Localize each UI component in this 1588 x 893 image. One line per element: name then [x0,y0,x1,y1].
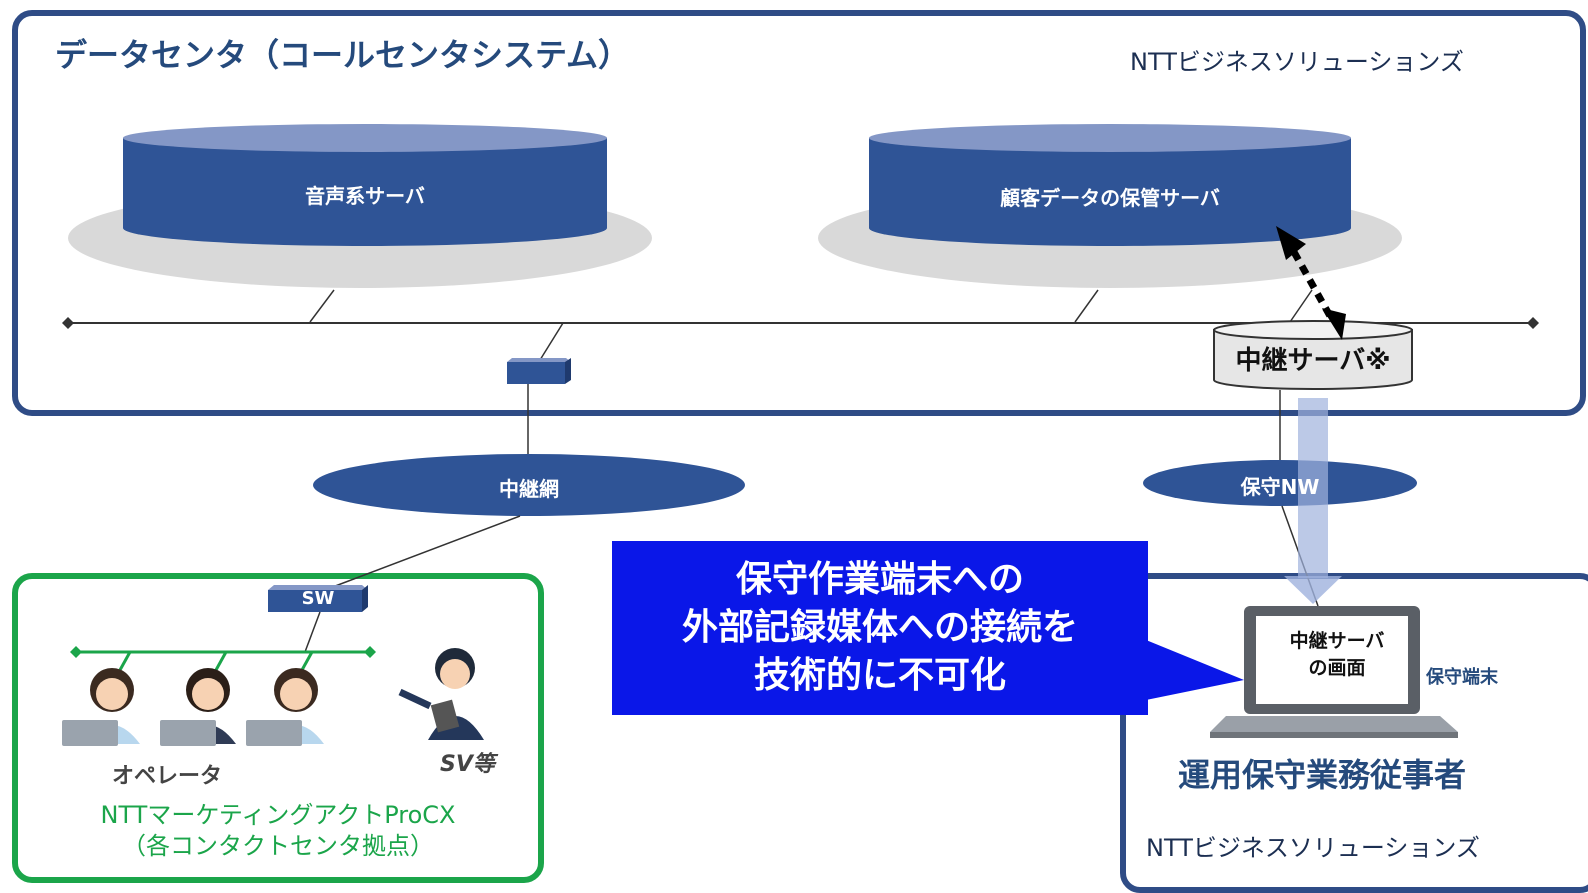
voice-server-top [123,124,607,152]
dc-switch-top [507,358,571,362]
maintenance-staff-label: 運用保守業務従事者 [1178,756,1467,794]
site-switch-lan-link [304,611,321,653]
customer-server-link [1074,289,1099,323]
callout-line-2: 外部記録媒体への接続を [681,607,1078,648]
site-lan-left-endpoint [70,646,82,658]
access-arrow-head-bottom [1322,308,1346,340]
callout-line-1: 保守作業端末への [735,559,1024,600]
access-arrow-shaft [1290,250,1334,318]
contact-site-company: NTTマーケティングアクトProCX [100,801,456,829]
operator-link-2 [214,651,228,671]
relay-server-link [1289,289,1313,323]
site-switch-side [362,585,368,612]
site-switch-top [268,585,368,590]
supervisor-illustration [398,648,484,740]
maintenance-terminal-label: 保守端末 [1426,667,1498,688]
dc-switch-side [565,358,571,384]
contact-site-name: NTTマーケティングアクトProCX （各コンタクトセンタ拠点） [12,800,544,862]
relay-server-top [1213,320,1413,340]
maintenance-vendor-label: NTTビジネスソリューションズ [1146,834,1480,862]
operator-illustration-3 [246,668,324,746]
customer-server-top [869,124,1351,152]
voice-server-link [309,289,335,323]
screen-label-line-2: の画面 [1308,657,1366,679]
relay-server-label: 中継サーバ※ [1235,346,1391,376]
site-lan-right-endpoint [364,646,376,658]
screen-transfer-arrow-body [1298,398,1328,578]
access-arrow-head-top [1276,226,1306,260]
callout-box: 保守作業端末への 外部記録媒体への接続を 技術的に不可化 [612,541,1148,715]
contact-site-location: （各コンタクトセンタ拠点） [122,832,434,860]
operator-illustration-2 [160,668,236,746]
site-switch-label: SW [301,588,335,609]
customer-server-label: 顧客データの保管サーバ [1000,186,1220,210]
backbone-right-endpoint [1527,317,1539,329]
relay-server-cylinder [1213,329,1413,390]
data-center-vendor: NTTビジネスソリューションズ [1130,48,1464,76]
voice-server-label: 音声系サーバ [305,184,425,208]
backbone-left-endpoint [62,317,74,329]
relay-network-label: 中継網 [499,477,559,501]
operator-link-1 [118,651,132,671]
maintenance-laptop [1210,606,1458,738]
backbone-switch-link [539,322,564,361]
operator-illustration-1 [62,668,140,746]
maintenance-network-label: 保守NW [1240,475,1320,499]
customer-server-cylinder [869,138,1351,246]
site-switch [268,590,362,612]
laptop-screen-label: 中継サーバ の画面 [1268,628,1406,682]
voice-server-cylinder [123,138,607,246]
relay-network [313,454,745,516]
supervisor-label: SV等 [440,752,495,777]
callout-line-3: 技術的に不可化 [753,655,1006,696]
diagram-graphics [62,124,1539,746]
dc-switch [507,362,565,384]
callout-pointer [1146,640,1244,700]
maintenance-network [1143,460,1417,506]
screen-transfer-arrow-head [1284,576,1342,604]
network-site-link [329,515,521,589]
data-center-title: データセンタ（コールセンタシステム） [55,36,631,74]
screen-label-line-1: 中継サーバ [1289,630,1385,652]
operator-link-3 [300,651,314,671]
operator-label: オペレータ [112,764,223,789]
data-center-frame [12,10,1586,416]
